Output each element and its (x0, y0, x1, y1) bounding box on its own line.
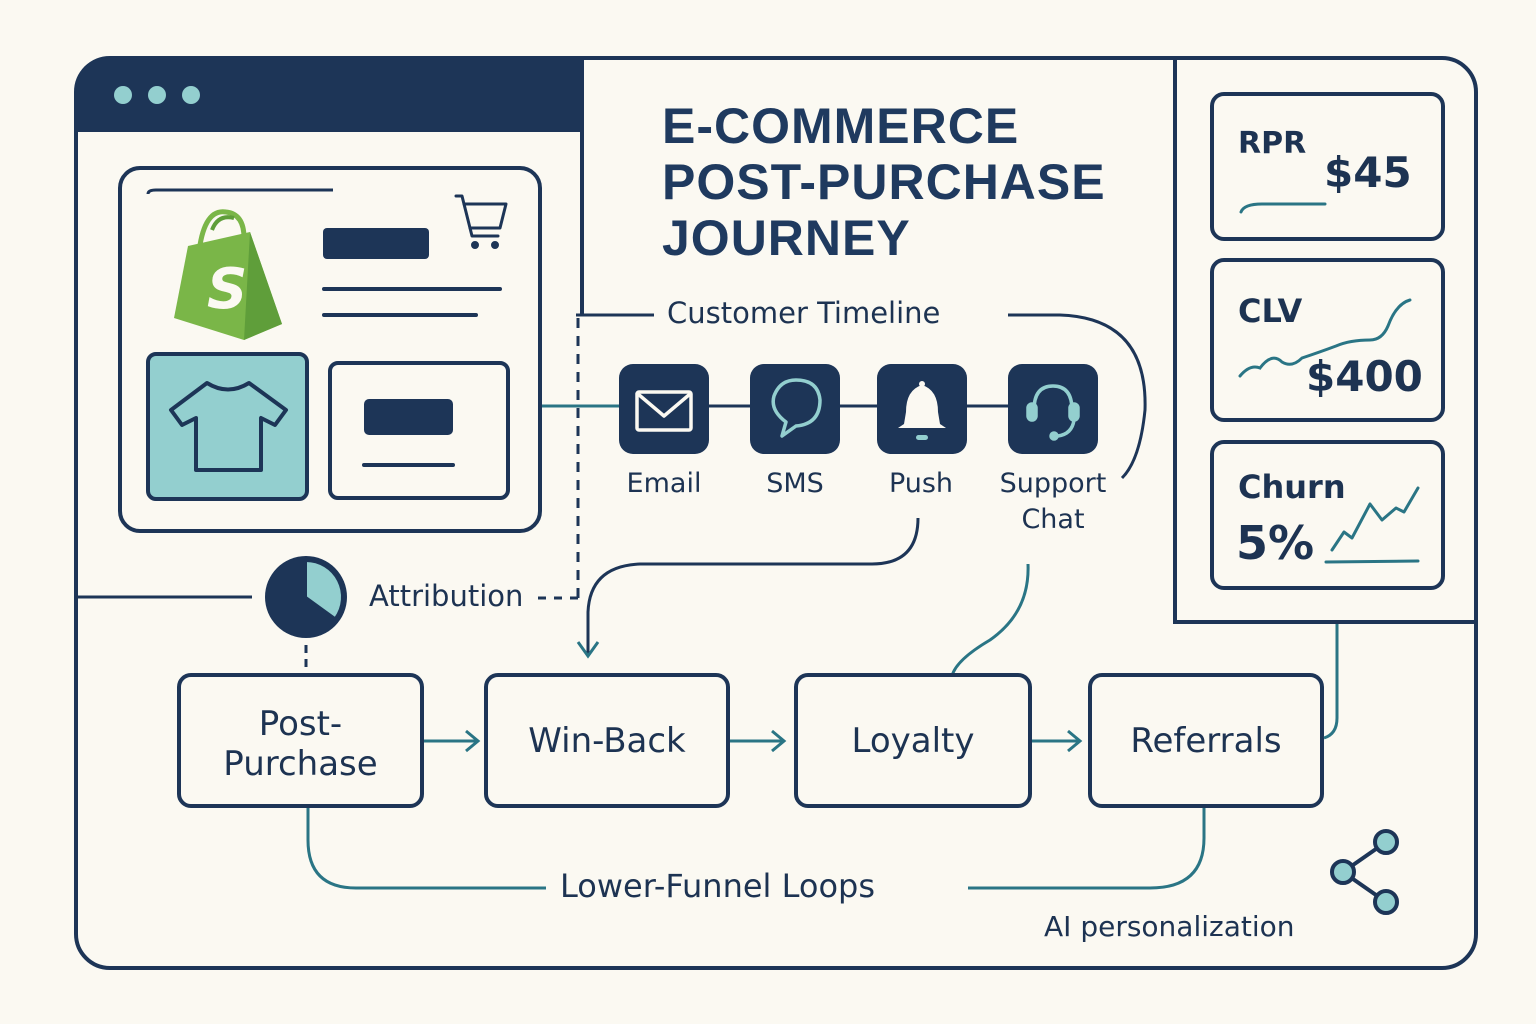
channel-sms[interactable] (750, 364, 840, 454)
step-label-win-back: Win-Back (528, 721, 686, 761)
step-post-purchase[interactable] (177, 673, 424, 808)
step-loyalty[interactable] (794, 673, 1032, 808)
shopify-bag-icon: S (174, 209, 282, 340)
arrow-head-icon (771, 729, 787, 753)
window-dot[interactable] (148, 86, 166, 104)
kpi-label-rpr: RPR (1238, 126, 1307, 161)
channel-label-push: Push (888, 468, 954, 499)
headset-icon (1026, 384, 1080, 441)
shopping-cart-icon[interactable] (454, 194, 508, 249)
arrow-head-icon (465, 729, 481, 753)
window-dot[interactable] (114, 86, 132, 104)
loop-label: Lower-Funnel Loops (560, 867, 876, 905)
rpr-sparkline (1239, 202, 1327, 214)
churn-baseline (1324, 559, 1420, 564)
kpi-card-clv[interactable] (1210, 258, 1445, 422)
step-label-loyalty: Loyalty (851, 721, 975, 761)
title-line: POST-PURCHASE (662, 154, 1106, 210)
channel-label-line: Support (999, 468, 1107, 499)
channel-email[interactable] (619, 364, 709, 454)
kpi-value-clv: $400 (1306, 352, 1423, 401)
channel-label-email: Email (626, 468, 702, 499)
page-title: E-COMMERCE POST-PURCHASE JOURNEY (662, 98, 1182, 266)
kpi-panel-border (1173, 60, 1474, 624)
step-referrals[interactable] (1088, 673, 1324, 808)
browser-titlebar (76, 58, 582, 132)
timeline-frame-curve (1008, 313, 1147, 480)
timeline-label: Customer Timeline (667, 296, 941, 330)
window-dot[interactable] (182, 86, 200, 104)
pie-chart-icon (265, 556, 347, 638)
kpi-value-rpr: $45 (1324, 148, 1412, 197)
title-line: JOURNEY (662, 210, 911, 266)
support-to-loyalty-connector (950, 563, 1030, 677)
channel-support-chat[interactable] (1008, 364, 1098, 454)
step-label-line: Post- (258, 704, 343, 744)
arrow-head-icon (1067, 729, 1083, 753)
ai-personalization-label: AI personalization (1044, 910, 1295, 943)
chat-bubble-icon (771, 378, 822, 438)
title-line: E-COMMERCE (662, 98, 1020, 154)
step-label-referrals: Referrals (1130, 721, 1282, 761)
push-to-winback-connector (586, 517, 920, 654)
step-label-line: Purchase (223, 744, 378, 784)
attribution-label: Attribution (369, 579, 524, 613)
arrow-head-icon (576, 641, 600, 659)
bell-icon (898, 381, 946, 440)
envelope-icon (635, 390, 693, 432)
pie-slice (305, 559, 343, 620)
kpi-label-clv: CLV (1238, 292, 1303, 330)
kpi-to-referrals-connector (1323, 624, 1339, 740)
loop-right-connector (968, 808, 1206, 890)
add-to-cart-block[interactable] (364, 399, 453, 435)
channel-label-line: Chat (1021, 504, 1085, 535)
channel-label-support-chat: Support Chat (983, 466, 1123, 538)
product-title-bar (323, 228, 429, 259)
channel-push[interactable] (877, 364, 967, 454)
kpi-value-churn: 5% (1236, 516, 1315, 570)
storefront-header-line (146, 188, 333, 195)
loop-left-connector (306, 808, 546, 890)
kpi-label-churn: Churn (1238, 468, 1346, 506)
step-arrows (424, 729, 1083, 753)
clv-sparkline (1238, 298, 1412, 378)
svg-text:S: S (207, 257, 247, 322)
churn-sparkline (1330, 486, 1420, 552)
step-win-back[interactable] (484, 673, 730, 808)
step-label-post-purchase: Post- Purchase (179, 704, 422, 784)
channel-label-sms: SMS (766, 468, 824, 499)
kpi-card-churn[interactable] (1210, 440, 1445, 590)
t-shirt-icon (169, 381, 288, 472)
share-network-icon[interactable] (1330, 829, 1399, 915)
